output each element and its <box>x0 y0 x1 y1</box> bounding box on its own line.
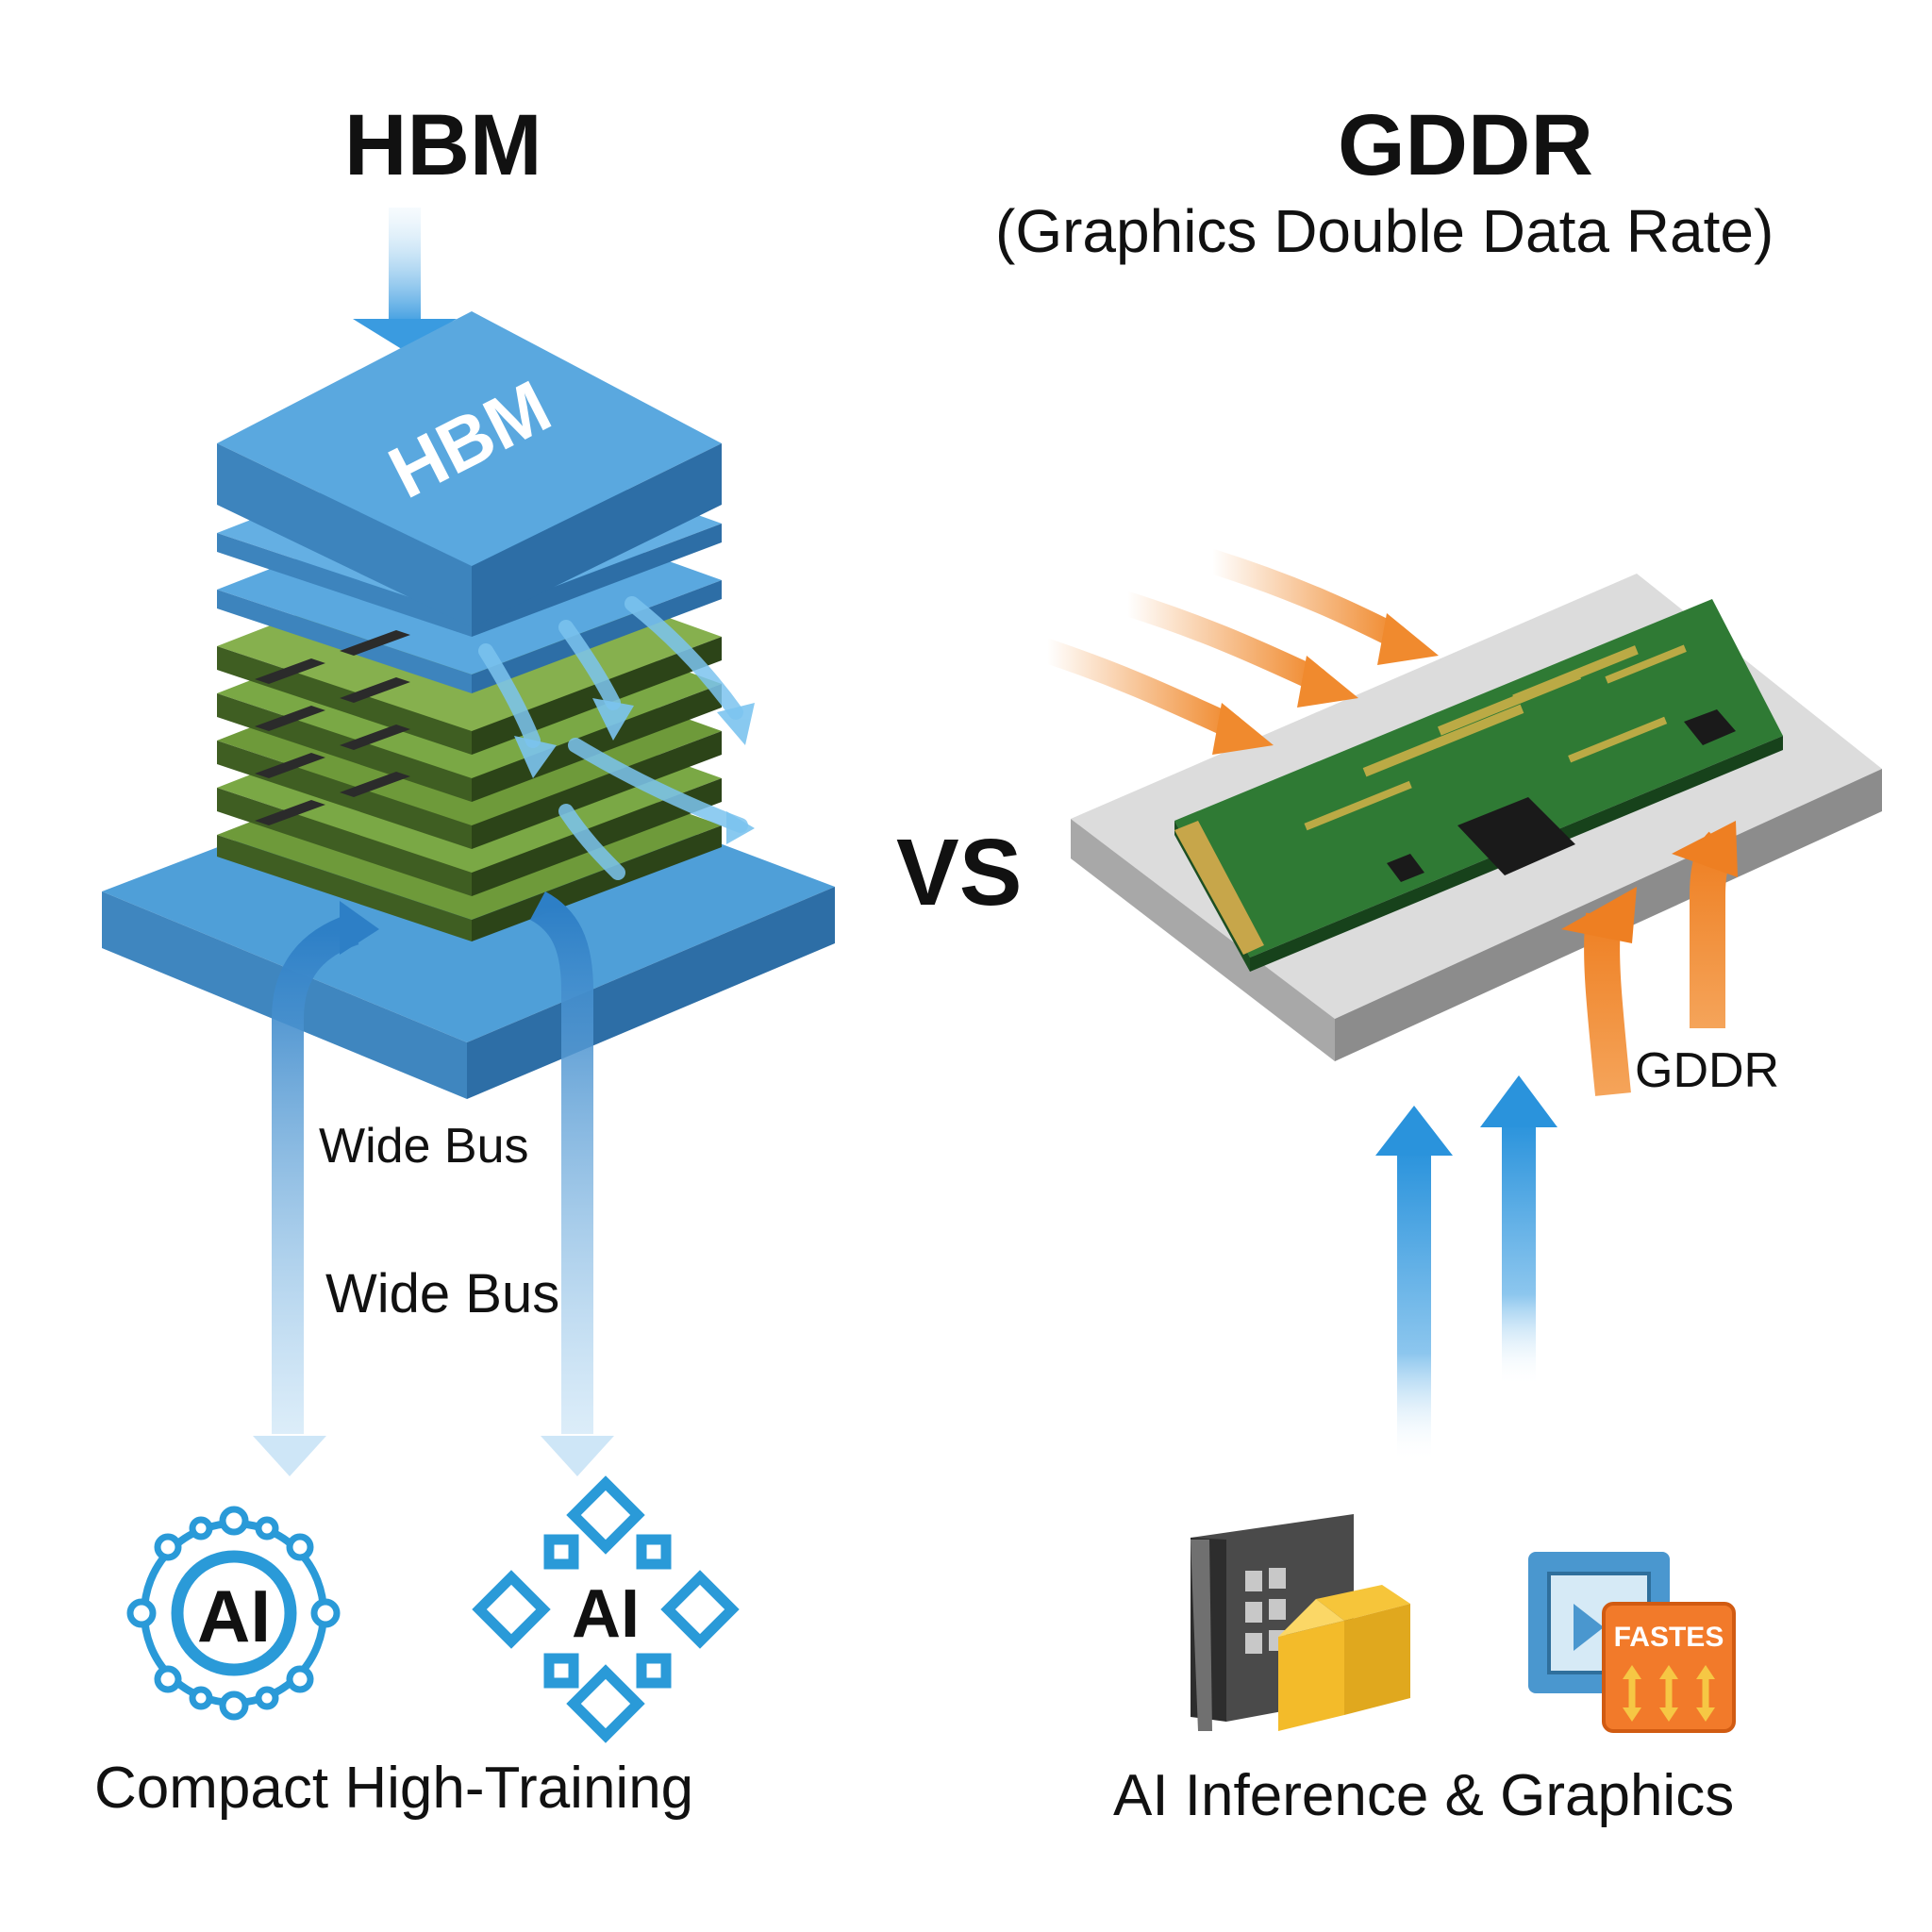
graphics-card-icon <box>1191 1514 1410 1731</box>
ai-circuit-ring-icon <box>126 1506 341 1721</box>
hbm-caption: Compact High-Training <box>94 1756 694 1821</box>
fast-chip-icon <box>1528 1552 1736 1733</box>
hbm-wide-bus-arrow-right <box>529 891 614 1476</box>
gddr-orange-arrowheads <box>1212 613 1439 755</box>
hbm-input-arrow <box>353 208 457 351</box>
gddr-orange-up-arrows <box>1561 821 1738 1096</box>
ai-diamond-label: AI <box>572 1576 640 1652</box>
hbm-title: HBM <box>344 97 542 193</box>
wide-bus-label-2: Wide Bus <box>325 1263 560 1324</box>
hbm-internal-arrowheads <box>514 698 755 844</box>
vs-label: VS <box>896 820 1023 925</box>
gddr-arrow-label: GDDR <box>1635 1043 1780 1098</box>
ai-diamond-network-icon <box>472 1475 740 1743</box>
gddr-title: GDDR <box>1338 97 1593 193</box>
ai-ring-label: AI <box>197 1574 271 1657</box>
gddr-blue-up-arrows <box>1375 1075 1557 1462</box>
gddr-caption: AI Inference & Graphics <box>1113 1763 1735 1828</box>
wide-bus-label-1: Wide Bus <box>319 1119 529 1174</box>
gddr-pcb-board <box>1174 599 1783 972</box>
gddr-orange-input-arrows <box>1035 549 1408 739</box>
hbm-internal-flow-arrows <box>478 596 748 880</box>
hbm-layer-stack <box>217 311 722 941</box>
fast-chip-badge-label: FASTES <box>1614 1622 1724 1653</box>
hbm-wide-bus-arrow-left <box>253 901 379 1476</box>
gddr-subtitle: (Graphics Double Data Rate) <box>995 197 1774 265</box>
